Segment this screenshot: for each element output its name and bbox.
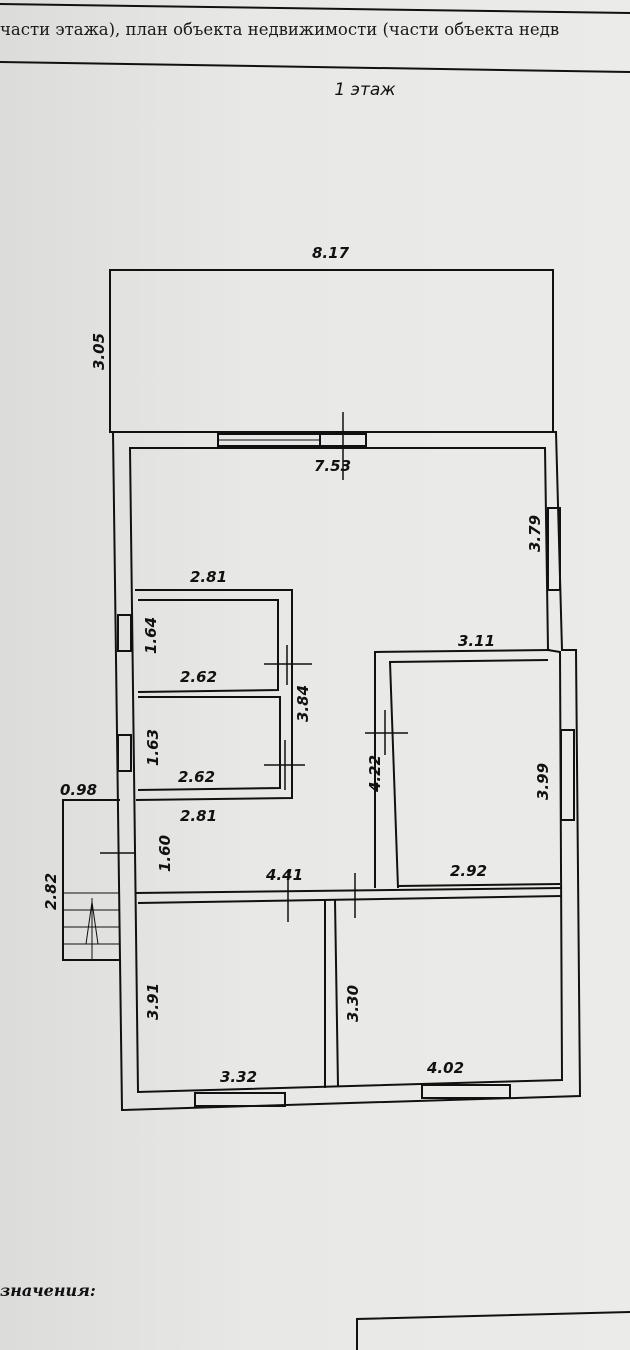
header-bottom-rule (0, 61, 630, 73)
dim-porch-width: 0.98 (60, 781, 97, 799)
window-left-1 (117, 614, 132, 652)
dim-right-room-left: 4.22 (366, 755, 384, 793)
dim-right-room-right: 3.99 (534, 763, 552, 800)
dim-hall-width: 7.53 (314, 457, 351, 475)
terrace-outline (109, 269, 554, 433)
window-top (217, 433, 367, 447)
dim-br-room-height: 3.30 (344, 985, 362, 1022)
stair-arrow-icon (85, 901, 99, 945)
dim-room1-height: 1.64 (142, 617, 160, 654)
window-left-2 (117, 734, 132, 772)
dim-room1-top: 2.81 (190, 568, 227, 586)
dim-br-room-width: 4.02 (426, 1059, 464, 1077)
window-right-1 (547, 507, 561, 591)
dim-corridor-depth: 1.60 (156, 835, 174, 872)
room-small-1 (135, 589, 312, 801)
dim-room1-bottom: 2.62 (180, 668, 217, 686)
dim-room2-bottom: 2.62 (178, 768, 215, 786)
dim-hall-depth: 3.79 (526, 515, 544, 552)
floor-title: 1 этаж (334, 80, 396, 100)
header-text: части этажа), план объекта недвижимости … (0, 20, 560, 39)
dim-porch-depth: 2.82 (42, 873, 60, 910)
window-bottom-1 (194, 1092, 286, 1107)
dim-right-room-bottom: 2.92 (450, 862, 487, 880)
porch-stairs (62, 799, 120, 961)
window-bottom-2 (421, 1084, 511, 1099)
dim-central-width: 4.41 (265, 866, 303, 884)
dim-room2-height: 1.63 (144, 729, 162, 766)
dim-corridor-width: 2.81 (180, 807, 217, 825)
room-right (365, 649, 561, 889)
legend-title: значения: (0, 1281, 96, 1300)
dim-bl-room-width: 3.32 (220, 1068, 257, 1086)
dim-terrace-width: 8.17 (312, 244, 350, 262)
inner-wall (128, 447, 564, 1094)
dim-bl-room-height: 3.91 (144, 983, 162, 1020)
legend-box (356, 1311, 630, 1350)
dim-right-room-top: 3.11 (458, 632, 495, 650)
dim-corridor-height: 3.84 (294, 685, 312, 722)
window-right-2 (560, 729, 575, 821)
dim-terrace-depth: 3.05 (90, 333, 108, 370)
header-top-rule (0, 3, 630, 14)
outer-wall (111, 431, 582, 1112)
room-bottom (134, 870, 563, 1088)
